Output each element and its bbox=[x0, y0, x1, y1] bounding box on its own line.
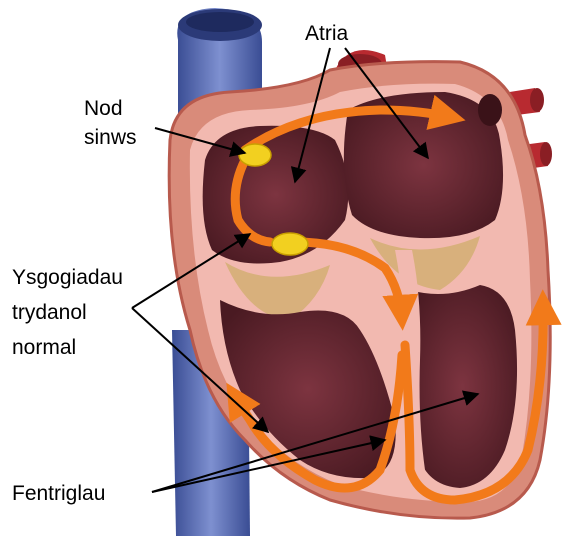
atrioventricular-node bbox=[272, 233, 308, 255]
label-node-line2: sinws bbox=[84, 126, 137, 149]
label-impulses-line2: trydanol bbox=[12, 301, 87, 324]
sinoatrial-node bbox=[239, 144, 271, 166]
label-node-line1: Nod bbox=[84, 97, 123, 120]
label-atria: Atria bbox=[305, 22, 349, 45]
label-impulses-line3: normal bbox=[12, 336, 76, 359]
left-ventricle bbox=[408, 285, 518, 488]
label-impulses-line1: Ysgogiadau bbox=[12, 266, 123, 289]
label-ventricles: Fentriglau bbox=[12, 482, 105, 505]
